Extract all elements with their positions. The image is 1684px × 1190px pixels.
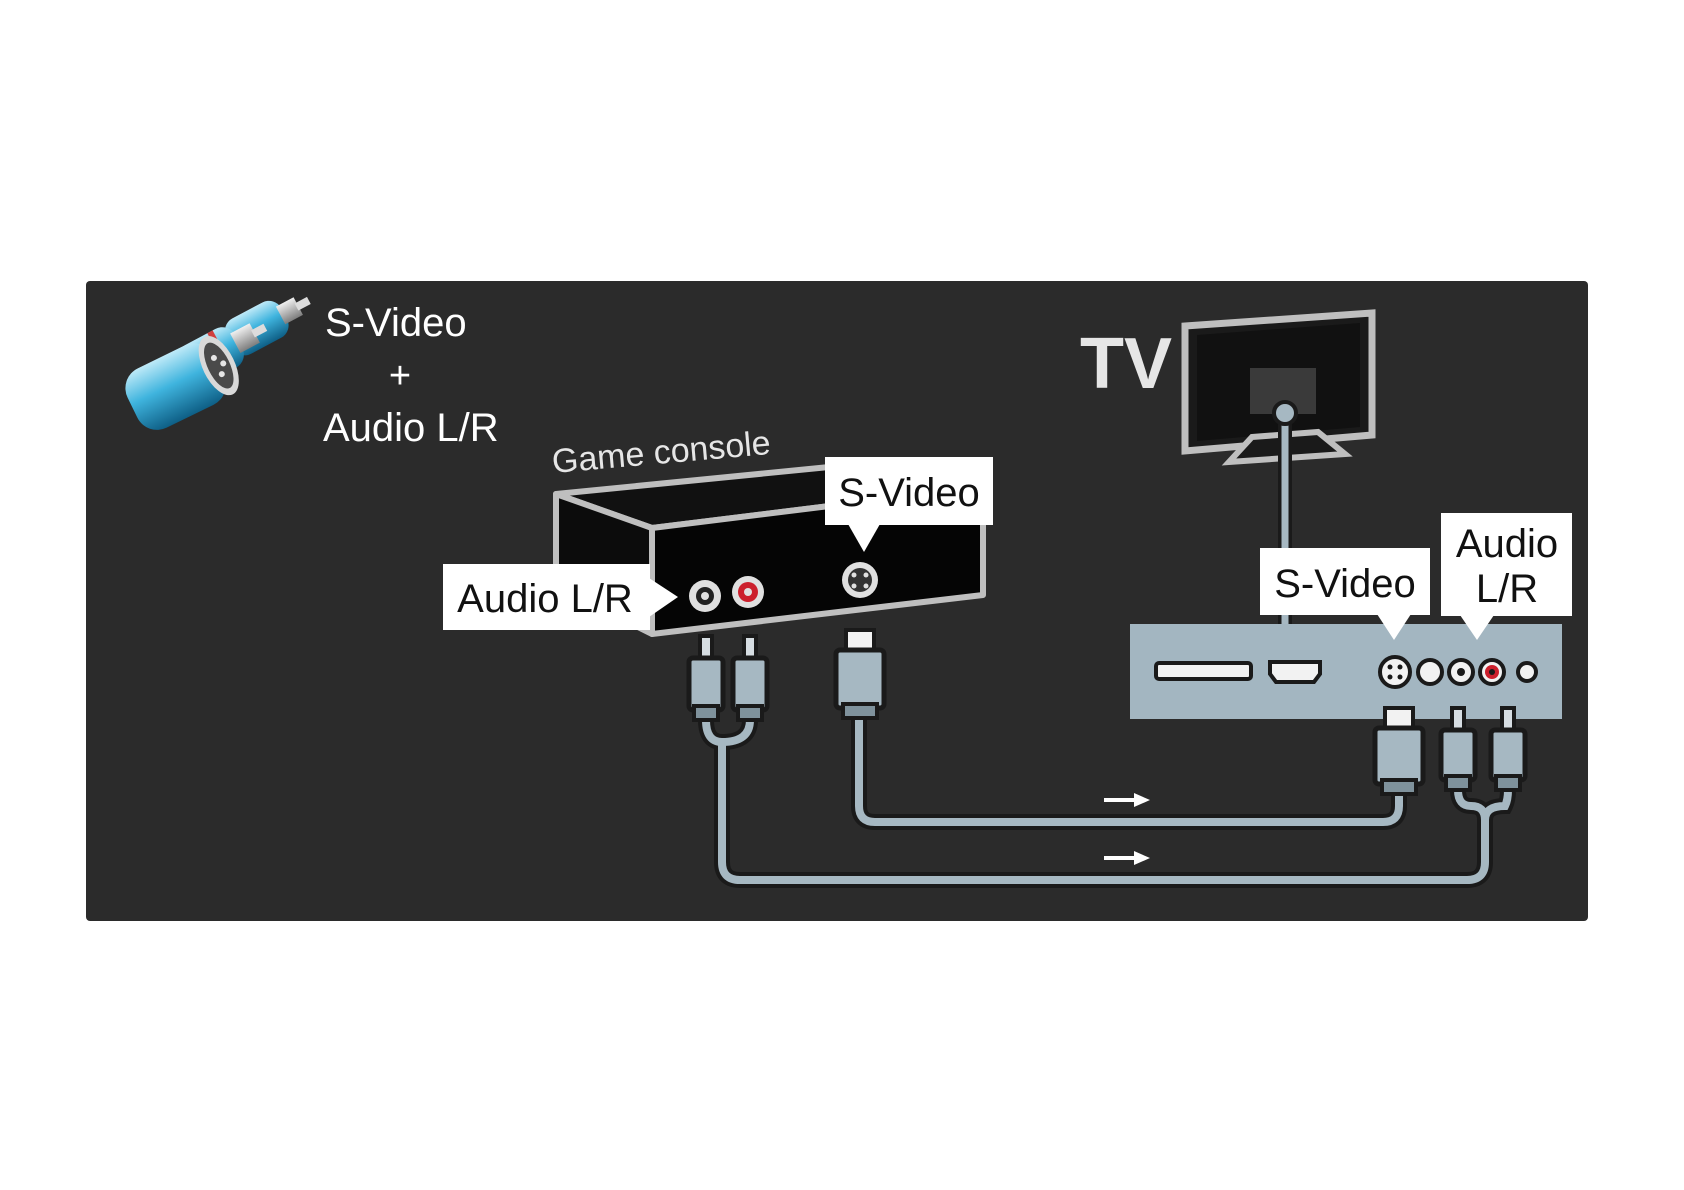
svideo-cable: [855, 701, 1403, 826]
console-svideo-plug: [833, 628, 887, 720]
tv-audio-label-line2: L/R: [1476, 567, 1538, 611]
tv-headphone-jack: [1516, 661, 1538, 683]
tv-audio-right-jack: [1478, 658, 1506, 686]
console-svideo-callout: [825, 457, 993, 552]
console-svideo-label: S-Video: [838, 471, 980, 515]
console-audio-right-jack: [732, 576, 764, 608]
console-audio-left-jack: [689, 580, 721, 612]
flow-arrow-icon: [1104, 851, 1150, 865]
console-audio-callout: [443, 564, 678, 630]
tv-audio-right-plug: [1488, 706, 1528, 792]
console-audio-label: Audio L/R: [457, 577, 633, 621]
tv-svideo-jack: [1378, 655, 1412, 689]
tv-video-jack: [1416, 658, 1444, 686]
tv-icon: [1181, 309, 1376, 466]
tv-svideo-plug: [1372, 706, 1426, 796]
audio-cable-branch2: [1481, 786, 1512, 824]
tv-svideo-callout: [1260, 548, 1430, 640]
flow-arrow-icon: [1104, 793, 1150, 807]
tv-audio-callout: [1441, 513, 1572, 640]
tv-audio-left-jack: [1447, 658, 1475, 686]
console-audio-left-plug: [686, 634, 726, 722]
tv-hdmi-slot: [1154, 661, 1253, 681]
tv-audio-left-plug: [1438, 706, 1478, 792]
console-svideo-jack: [842, 562, 878, 598]
console-audio-right-plug: [730, 634, 770, 722]
tv-input-connector: [1272, 400, 1298, 426]
audio-cable-branch: [718, 716, 754, 746]
tv-svideo-label: S-Video: [1274, 562, 1416, 606]
header-line3: Audio L/R: [323, 406, 499, 450]
header-line2: +: [389, 355, 411, 397]
tv-hdmi-port: [1268, 660, 1322, 684]
header-line1: S-Video: [325, 301, 467, 345]
cable-plugs-icon: [125, 296, 311, 430]
tv-audio-label-line1: Audio: [1456, 522, 1558, 566]
tv-label: TV: [1080, 324, 1172, 404]
